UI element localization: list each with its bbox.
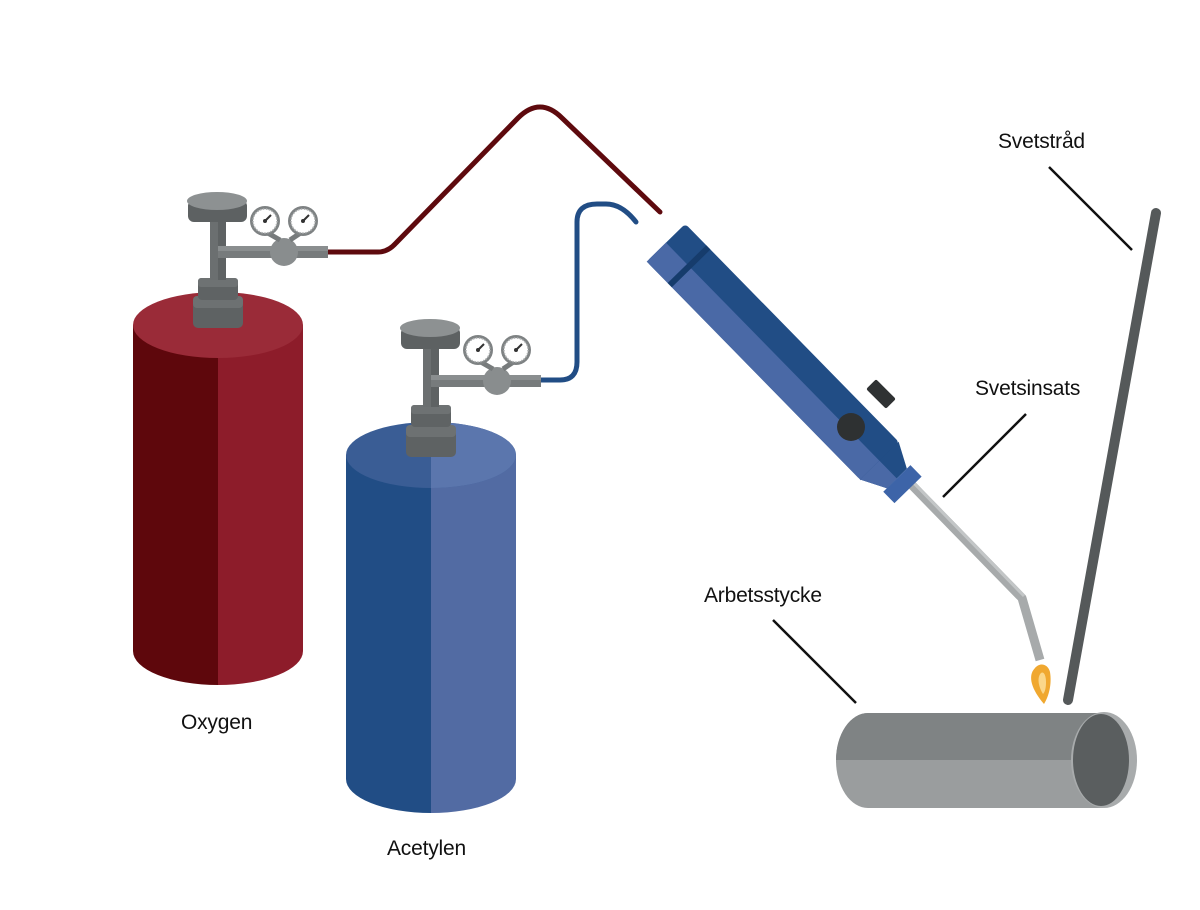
oxygen-pressure-gauge-icon: [250, 206, 280, 236]
torch-handle: [646, 225, 922, 504]
oxygen-pressure-gauge-icon-2: [288, 206, 318, 236]
label-filler-rod: Svetstråd: [998, 130, 1085, 153]
acetylene-valve-icon: [400, 319, 541, 457]
acetylene-pressure-gauge-icon: [463, 335, 493, 365]
oxygen-hose: [322, 104, 663, 255]
label-acetylene: Acetylen: [387, 837, 466, 860]
acetylene-pressure-gauge-icon-2: [501, 335, 531, 365]
leader-line-filler-rod: [1048, 166, 1133, 251]
leader-line-torch-tip: [942, 413, 1027, 498]
label-workpiece: Arbetsstycke: [704, 584, 822, 607]
workpiece: [836, 712, 1137, 808]
flame-icon: [1031, 664, 1051, 704]
acetylene-cylinder: [346, 422, 516, 813]
torch-valve-knob-icon: [837, 379, 896, 441]
acetylene-hose: [535, 201, 639, 383]
label-oxygen: Oxygen: [181, 711, 253, 734]
oxygen-valve-icon: [187, 192, 328, 328]
leader-line-workpiece: [772, 619, 857, 704]
torch-tip: [901, 474, 1045, 662]
filler-rod: [1063, 208, 1161, 705]
oxygen-cylinder: [133, 292, 303, 685]
label-torch-tip: Svetsinsats: [975, 377, 1081, 400]
